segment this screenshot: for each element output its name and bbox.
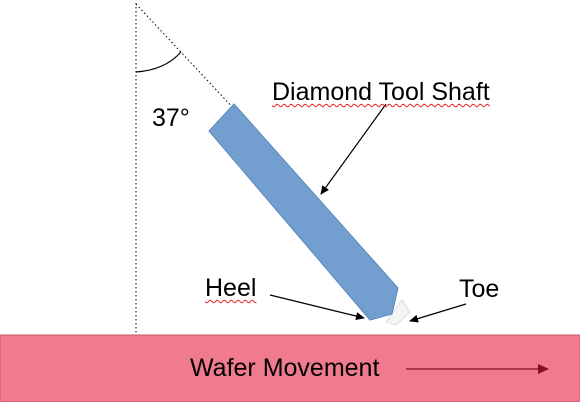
toe-label: Toe xyxy=(459,275,500,303)
tool-axis-reference-line xyxy=(135,3,236,111)
diamond-tool-shaft xyxy=(208,103,399,321)
wafer-movement-label: Wafer Movement xyxy=(190,354,380,382)
angle-label: 37° xyxy=(152,104,190,132)
angle-arc xyxy=(135,51,182,73)
heel-label: Heel xyxy=(205,274,257,302)
heel-callout-arrow xyxy=(269,294,365,320)
toe-callout-arrow xyxy=(409,303,467,323)
shaft-label: Diamond Tool Shaft xyxy=(272,78,490,106)
shaft-callout-arrow xyxy=(320,103,387,195)
tool-tip xyxy=(385,299,411,326)
